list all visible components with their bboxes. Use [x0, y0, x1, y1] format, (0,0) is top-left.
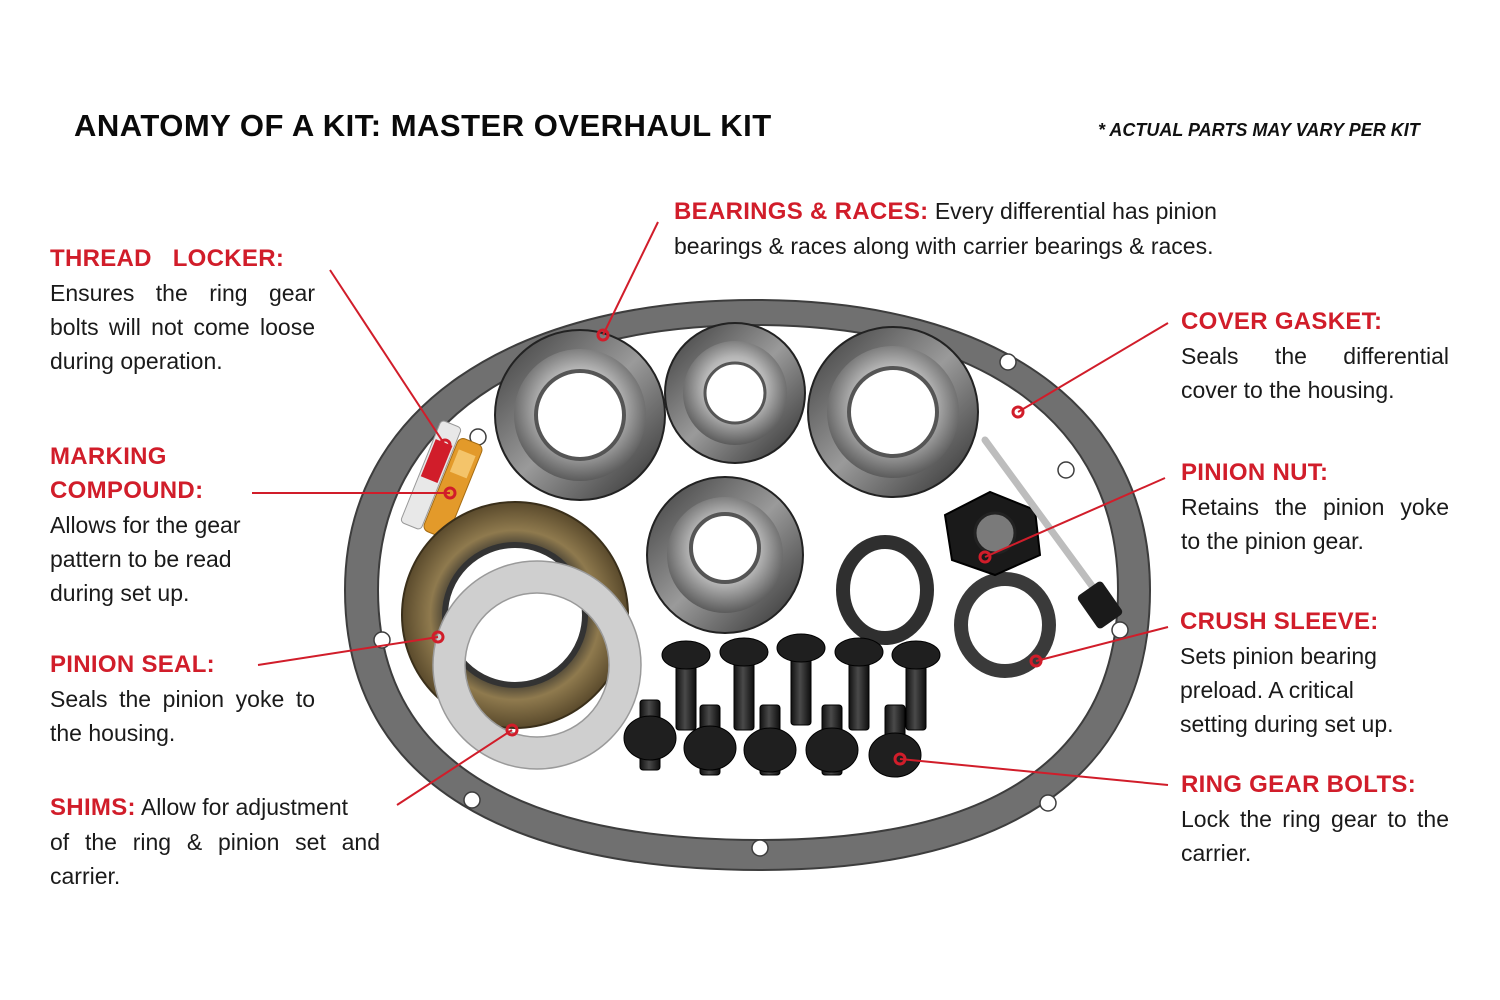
callout-text: pattern to be read	[50, 546, 232, 572]
callout-thread-locker: THREAD LOCKER: Ensures the ring gear bol…	[50, 242, 315, 378]
callout-shims: SHIMS: Allow for adjustment of the ring …	[50, 790, 380, 893]
leader-lines	[252, 221, 1169, 806]
callout-heading: COMPOUND:	[50, 477, 204, 504]
callout-pinion-nut: PINION NUT: Retains the pinion yoke to t…	[1181, 456, 1449, 558]
callout-bearings-races: BEARINGS & RACES: Every differential has…	[674, 194, 1314, 263]
callout-text: preload. A critical	[1180, 677, 1354, 703]
callout-text: of the ring & pinion set and	[50, 829, 380, 855]
callout-text: Ensures the ring gear	[50, 280, 315, 306]
callout-text: bearings & races along with carrier bear…	[674, 233, 1214, 259]
callout-text: setting during set up.	[1180, 711, 1394, 737]
callout-text: cover to the housing.	[1181, 377, 1395, 403]
callout-heading: PINION SEAL:	[50, 651, 215, 678]
callout-crush-sleeve: CRUSH SLEEVE: Sets pinion bearing preloa…	[1180, 605, 1448, 741]
callout-heading: SHIMS:	[50, 794, 136, 821]
callout-text: Retains the pinion yoke	[1181, 494, 1449, 520]
ring-gear-bolts-photo	[623, 633, 941, 778]
callout-text: carrier.	[50, 863, 121, 889]
bearing-photo	[664, 322, 806, 464]
callout-heading: PINION NUT:	[1181, 459, 1329, 486]
disclaimer-note: * ACTUAL PARTS MAY VARY PER KIT	[1098, 120, 1420, 140]
callout-heading: BEARINGS & RACES:	[674, 198, 929, 225]
callout-heading: MARKING	[50, 443, 167, 470]
pinion-nut-photo	[943, 490, 1042, 577]
callout-text: Every differential has pinion	[934, 198, 1217, 224]
callout-cover-gasket: COVER GASKET: Seals the differential cov…	[1181, 305, 1449, 407]
page-title: ANATOMY OF A KIT: MASTER OVERHAUL KIT	[74, 108, 772, 143]
callout-heading: THREAD LOCKER:	[50, 245, 285, 272]
callout-text: Sets pinion bearing	[1180, 643, 1377, 669]
callout-text: Seals the pinion yoke to	[50, 686, 315, 712]
callout-text: during operation.	[50, 348, 223, 374]
crush-sleeve-photo	[836, 535, 1056, 678]
callout-text: Allow for adjustment	[140, 794, 349, 820]
bearing-photo	[807, 326, 979, 498]
callout-heading: CRUSH SLEEVE:	[1180, 608, 1379, 635]
callout-ring-gear-bolts: RING GEAR BOLTS: Lock the ring gear to t…	[1181, 768, 1449, 870]
callout-heading: COVER GASKET:	[1181, 308, 1383, 335]
callout-text: carrier.	[1181, 840, 1252, 866]
callout-text: during set up.	[50, 580, 190, 606]
cover-gasket-photo	[343, 298, 1152, 872]
shim-photo	[432, 560, 642, 770]
callout-text: Lock the ring gear to the	[1181, 806, 1449, 832]
callout-text: the housing.	[50, 720, 176, 746]
brush-photo	[981, 436, 1123, 629]
callout-marking-compound: MARKING COMPOUND: Allows for the gear pa…	[50, 440, 290, 610]
callout-heading: RING GEAR BOLTS:	[1181, 771, 1417, 798]
callout-text: to the pinion gear.	[1181, 528, 1364, 554]
bearing-photo	[494, 329, 666, 501]
callout-pinion-seal: PINION SEAL: Seals the pinion yoke to th…	[50, 648, 315, 750]
callout-text: Seals the differential	[1181, 343, 1449, 369]
bearing-photo	[646, 476, 804, 634]
callout-text: Allows for the gear	[50, 512, 241, 538]
callout-text: bolts will not come loose	[50, 314, 315, 340]
